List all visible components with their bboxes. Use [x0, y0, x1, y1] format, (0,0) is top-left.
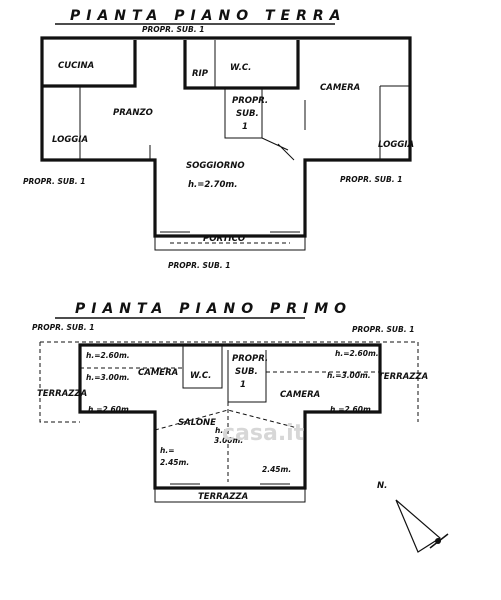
room-camera-right: CAMERA — [280, 390, 320, 400]
room-salone: SALONE — [178, 418, 216, 428]
ground-floor-plan: PIANTA PIANO TERRA PROPR. SUB. 1 CUCINA … — [23, 8, 414, 270]
room-wc-first: W.C. — [190, 371, 211, 381]
h-right-3: h.=2.60m. — [330, 405, 374, 414]
h-salone-right: 2.45m. — [262, 465, 291, 474]
room-propr-first-1: PROPR. — [232, 354, 268, 364]
room-terrazza-left: TERRAZZA — [37, 389, 87, 399]
room-terrazza-right: TERRAZZA — [378, 372, 428, 382]
first-sub-right: PROPR. SUB. 1 — [352, 325, 414, 334]
room-propr-first-3: 1 — [240, 380, 246, 390]
h-left-2: h.=3.00m. — [86, 373, 130, 382]
h-center-1: h.= — [215, 426, 229, 435]
ground-sub-left: PROPR. SUB. 1 — [23, 177, 85, 186]
ground-sub-right: PROPR. SUB. 1 — [340, 175, 402, 184]
room-soggiorno: SOGGIORNO — [186, 161, 245, 171]
h-right-1: h.=2.60m. — [335, 349, 379, 358]
h-right-2: h.=3.00m. — [327, 371, 371, 380]
room-camera-left: CAMERA — [138, 368, 178, 378]
room-propr-2: SUB. — [236, 109, 259, 119]
watermark-text: casa.it — [222, 421, 305, 446]
first-sub-left: PROPR. SUB. 1 — [32, 323, 94, 332]
ground-floor-title: PIANTA PIANO TERRA — [70, 8, 347, 24]
room-propr-first-2: SUB. — [235, 367, 258, 377]
h-center-2: 3.00m. — [214, 436, 243, 445]
first-floor-plan: PIANTA PIANO PRIMO PROPR. SUB. 1 PROPR. … — [32, 301, 428, 503]
north-label: N. — [377, 481, 387, 491]
h-left-3: h.=2.60m. — [88, 405, 132, 414]
room-wc: W.C. — [230, 63, 251, 73]
room-loggia-right: LOGGIA — [378, 140, 414, 150]
ground-sub-bottom: PROPR. SUB. 1 — [168, 261, 230, 270]
h-left-1: h.=2.60m. — [86, 351, 130, 360]
room-propr-1: PROPR. — [232, 96, 268, 106]
room-pranzo: PRANZO — [113, 108, 153, 118]
room-cucina: CUCINA — [58, 61, 94, 71]
h-salone-left-1: h.= — [160, 446, 174, 455]
first-floor-title: PIANTA PIANO PRIMO — [75, 301, 352, 317]
room-terrazza-bottom: TERRAZZA — [198, 492, 248, 502]
ground-sub-top: PROPR. SUB. 1 — [142, 25, 204, 34]
north-arrow-icon: N. — [377, 481, 449, 553]
room-propr-3: 1 — [242, 122, 248, 132]
room-loggia-left: LOGGIA — [52, 135, 88, 145]
room-rip: RIP — [192, 69, 209, 79]
room-camera: CAMERA — [320, 83, 360, 93]
room-portico: PORTICO — [203, 234, 245, 244]
h-salone-left-2: 2.45m. — [160, 458, 189, 467]
ground-height: h.=2.70m. — [188, 180, 237, 190]
